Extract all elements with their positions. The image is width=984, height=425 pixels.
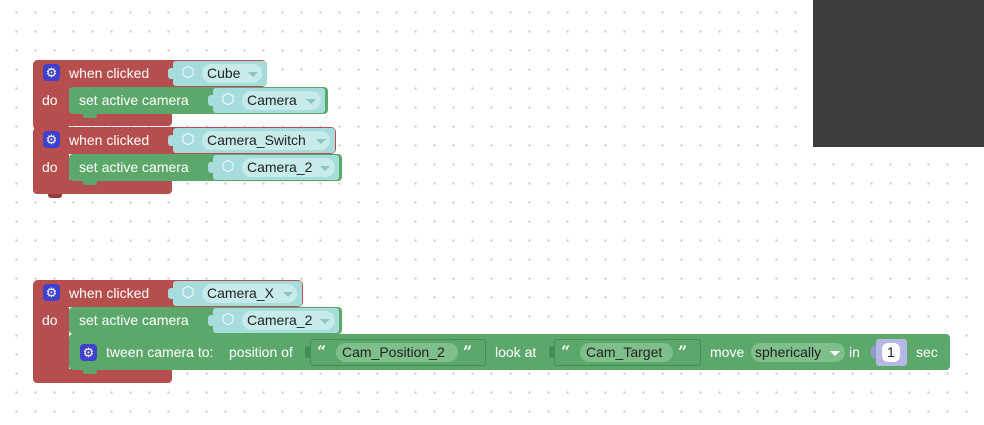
object-dropdown-value: Camera_Switch	[207, 132, 306, 148]
chevron-down-icon	[316, 139, 326, 144]
camera-reporter[interactable]: ⬡ Camera	[208, 88, 325, 113]
camera-dropdown-value: Camera	[247, 92, 297, 108]
duration-input[interactable]: 1	[882, 343, 900, 362]
input-socket	[549, 346, 554, 358]
camera-dropdown-value: Camera_2	[247, 312, 313, 328]
block-connector	[83, 114, 97, 118]
move-mode-value: spherically	[755, 344, 822, 360]
object-dropdown-value: Camera_X	[207, 285, 274, 301]
object-reporter[interactable]: ⬡ Camera_X	[168, 281, 302, 306]
in-label: in	[849, 344, 860, 360]
position-string-reporter[interactable]: “ Cam_Position_2 ”	[310, 339, 486, 366]
camera-dropdown[interactable]: Camera_2	[242, 158, 335, 177]
do-label: do	[42, 312, 58, 328]
cube-icon: ⬡	[221, 158, 235, 175]
tween-camera-block[interactable]: ⚙ tween camera to: position of “ Cam_Pos…	[69, 334, 950, 374]
position-string-field[interactable]: Cam_Position_2	[336, 343, 458, 362]
event-label: when clicked	[69, 285, 150, 301]
chevron-down-icon	[320, 319, 330, 324]
move-mode-dropdown[interactable]: spherically	[751, 343, 845, 362]
cube-icon: ⬡	[221, 311, 235, 328]
action-label: set active camera	[79, 92, 189, 108]
object-reporter[interactable]: ⬡ Cube	[168, 61, 267, 86]
gear-icon: ⚙	[43, 284, 60, 301]
cube-icon: ⬡	[221, 91, 235, 108]
action-label: set active camera	[79, 312, 189, 328]
chevron-down-icon	[248, 72, 258, 77]
unit-label: sec	[916, 344, 938, 360]
object-dropdown-value: Cube	[207, 65, 241, 81]
chevron-down-icon	[306, 99, 316, 104]
cube-icon: ⬡	[181, 64, 195, 81]
object-dropdown[interactable]: Cube	[202, 64, 262, 83]
action-label: set active camera	[79, 159, 189, 175]
set-active-camera-block[interactable]: set active camera ⬡ Camera_2	[69, 307, 342, 334]
gear-icon: ⚙	[43, 131, 60, 148]
position-of-label: position of	[229, 344, 293, 360]
quote-icon: ”	[463, 342, 473, 361]
cube-icon: ⬡	[181, 284, 195, 301]
chevron-down-icon	[830, 351, 840, 356]
event-label: when clicked	[69, 65, 150, 81]
object-reporter[interactable]: ⬡ Camera_Switch	[168, 128, 335, 153]
block-connector	[83, 181, 97, 185]
duration-reporter[interactable]: 1	[876, 339, 907, 366]
block-connector	[83, 370, 97, 374]
gear-icon: ⚙	[80, 344, 97, 361]
camera-dropdown[interactable]: Camera_2	[242, 311, 335, 330]
tween-label: tween camera to:	[106, 344, 214, 360]
quote-icon: ”	[678, 342, 688, 361]
camera-dropdown-value: Camera_2	[247, 159, 313, 175]
chevron-down-icon	[283, 292, 293, 297]
look-at-string-field[interactable]: Cam_Target	[580, 343, 673, 362]
quote-icon: “	[561, 342, 571, 361]
event-block-foot	[33, 179, 172, 194]
object-dropdown[interactable]: Camera_X	[202, 284, 297, 303]
set-active-camera-block[interactable]: set active camera ⬡ Camera	[69, 87, 328, 118]
preview-panel	[813, 0, 984, 147]
event-block-foot	[33, 369, 172, 383]
object-dropdown[interactable]: Camera_Switch	[202, 131, 330, 150]
input-socket	[871, 346, 876, 358]
input-socket	[305, 346, 310, 358]
quote-icon: “	[317, 342, 327, 361]
cube-icon: ⬡	[181, 131, 195, 148]
move-label: move	[710, 344, 745, 360]
event-label: when clicked	[69, 132, 150, 148]
block-connector	[48, 194, 62, 198]
camera-dropdown[interactable]: Camera	[242, 91, 321, 110]
look-at-string-value: Cam_Target	[586, 344, 663, 360]
position-string-value: Cam_Position_2	[342, 344, 445, 360]
chevron-down-icon	[320, 166, 330, 171]
do-label: do	[42, 92, 58, 108]
do-label: do	[42, 159, 58, 175]
look-at-label: look at	[495, 344, 537, 360]
camera-reporter[interactable]: ⬡ Camera_2	[208, 155, 339, 180]
gear-icon: ⚙	[43, 64, 60, 81]
camera-reporter[interactable]: ⬡ Camera_2	[208, 308, 339, 333]
set-active-camera-block[interactable]: set active camera ⬡ Camera_2	[69, 154, 342, 185]
duration-value: 1	[887, 344, 895, 360]
look-at-string-reporter[interactable]: “ Cam_Target ”	[554, 339, 701, 366]
